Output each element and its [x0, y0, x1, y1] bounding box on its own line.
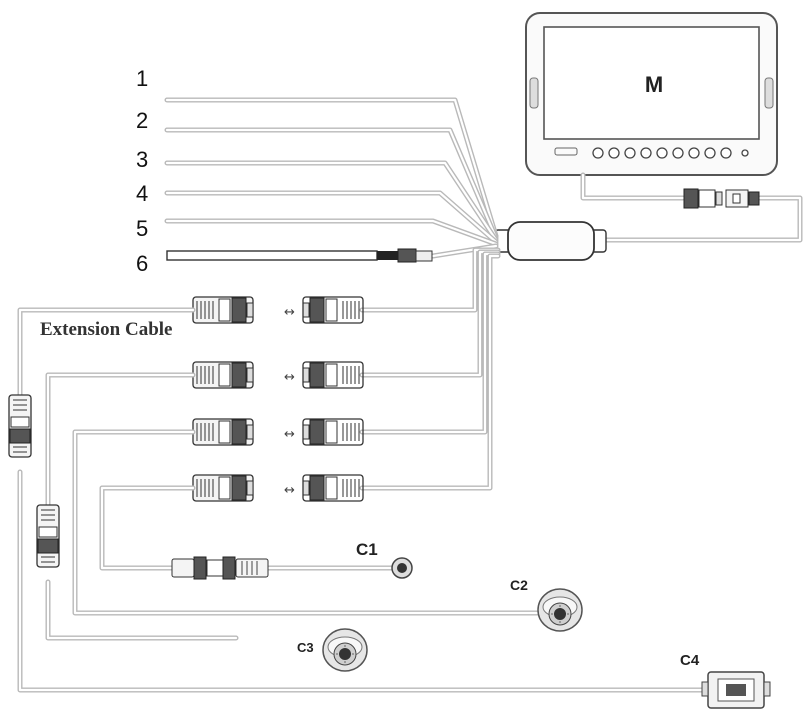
wire-number-6: 6: [136, 251, 148, 276]
camera-label-c3: C3: [297, 640, 314, 655]
aviation-connector-icon: [8, 394, 32, 458]
connector-row-2: ↔: [192, 361, 364, 389]
wire-number-1: 1: [136, 66, 148, 91]
extension-cables: [17, 307, 711, 693]
camera-c3: C3: [297, 628, 368, 672]
aviation-connector-icon: [192, 418, 254, 446]
aviation-connector-icon: [192, 361, 254, 389]
aviation-connector-icon: [302, 474, 364, 502]
monitor-screen: [543, 26, 760, 140]
aviation-connector-icon: [192, 474, 254, 502]
wire-number-2: 2: [136, 108, 148, 133]
wire-number-3: 3: [136, 147, 148, 172]
connector-row-3: ↔: [192, 418, 364, 446]
extension-cable-label: Extension Cable: [40, 319, 173, 340]
svg-text:↔: ↔: [284, 305, 295, 320]
connector-row-1: ↔: [192, 296, 364, 324]
aviation-connector-icon: [302, 296, 364, 324]
camera-c1: C1: [356, 540, 413, 579]
monitor-cable: [580, 172, 803, 243]
junction-box: [494, 221, 607, 261]
wire-numbers: 1 2 3 4 5 6: [136, 66, 148, 276]
wire-6-cable: [166, 248, 433, 263]
dome-camera-icon: [322, 628, 368, 672]
monitor-buttons: [592, 147, 749, 159]
svg-text:↔: ↔: [284, 370, 295, 385]
junction-box-icon: [507, 221, 595, 261]
wire-number-4: 4: [136, 181, 148, 206]
aviation-connector-icon: [36, 504, 60, 568]
dome-camera-icon: [537, 588, 583, 632]
aviation-connector-icon: [302, 361, 364, 389]
camera-c2: C2: [510, 577, 583, 632]
inline-connector-c1: [171, 556, 269, 580]
camera-label-c2: C2: [510, 577, 528, 593]
wire-number-5: 5: [136, 216, 148, 241]
camera-c4: C4: [680, 652, 771, 709]
camera-leads: [359, 247, 501, 491]
svg-text:↔: ↔: [284, 483, 295, 498]
camera-label-c1: C1: [356, 540, 378, 559]
camera-label-c4: C4: [680, 652, 700, 669]
connector-row-4: ↔: [192, 474, 364, 502]
monitor-label: M: [645, 72, 663, 97]
svg-text:↔: ↔: [284, 427, 295, 442]
wire-bundle: [164, 97, 499, 259]
aviation-connector-icon: [192, 296, 254, 324]
aviation-connector-icon: [302, 418, 364, 446]
monitor: M: [525, 12, 778, 176]
monitor-plug: [683, 188, 760, 209]
